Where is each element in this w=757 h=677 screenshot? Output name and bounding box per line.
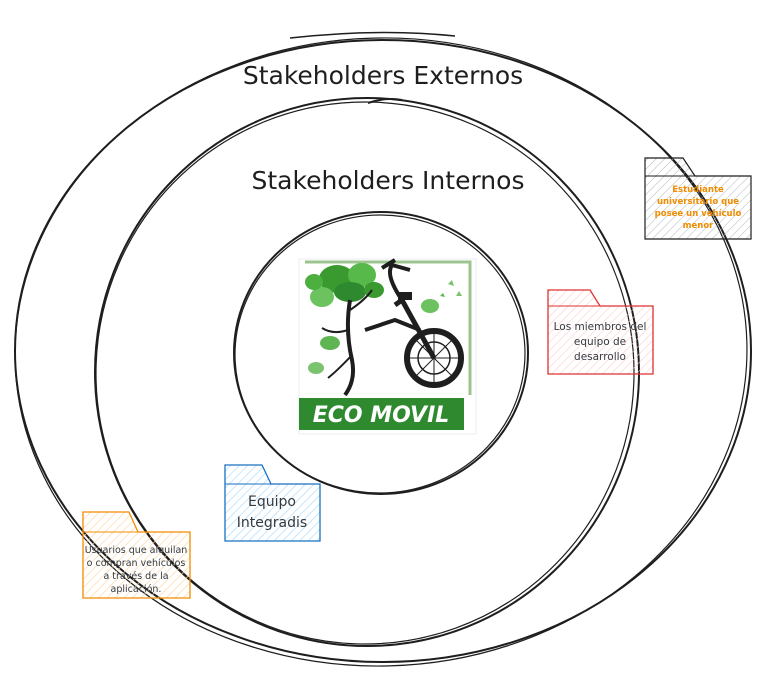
note-team-members-line-3: desarrollo: [574, 351, 626, 363]
bicycle-icon: [364, 258, 464, 388]
tree-foliage-icon: [305, 263, 439, 374]
note-users-line-1: Usuarios que alquilan: [85, 545, 188, 556]
note-users-line-2: o compran vehículos: [87, 558, 186, 569]
note-student-line-1: Estudiante: [672, 185, 724, 195]
eco-movil-logo: ECO MOVIL: [298, 258, 477, 435]
outer-ring: [14, 31, 752, 667]
note-users-line-4: aplicación.: [111, 584, 162, 595]
note-student-line-3: posee un vehículo: [655, 209, 742, 219]
note-team[interactable]: Equipo Integradis: [224, 464, 321, 542]
internal-stakeholders-label: Stakeholders Internos: [252, 166, 525, 195]
logo-banner: [299, 398, 464, 430]
note-team-members-line-2: equipo de: [574, 336, 626, 348]
note-team-line-1: Equipo: [248, 494, 296, 510]
note-team-line-2: Integradis: [237, 515, 307, 531]
note-users[interactable]: Usuarios que alquilan o compran vehículo…: [82, 511, 191, 599]
note-student[interactable]: Estudiante universitario que posee un ve…: [644, 157, 752, 240]
note-users-line-3: a través de la: [103, 571, 168, 582]
note-team-members[interactable]: Los miembros del equipo de desarrollo: [547, 289, 654, 375]
logo-wordmark: ECO MOVIL: [313, 403, 450, 428]
note-team-members-line-1: Los miembros del: [554, 321, 647, 333]
external-stakeholders-label: Stakeholders Externos: [243, 61, 523, 90]
note-student-line-2: universitario que: [657, 197, 739, 207]
note-student-line-4: menor: [683, 221, 715, 231]
inner-ring: [233, 211, 529, 495]
